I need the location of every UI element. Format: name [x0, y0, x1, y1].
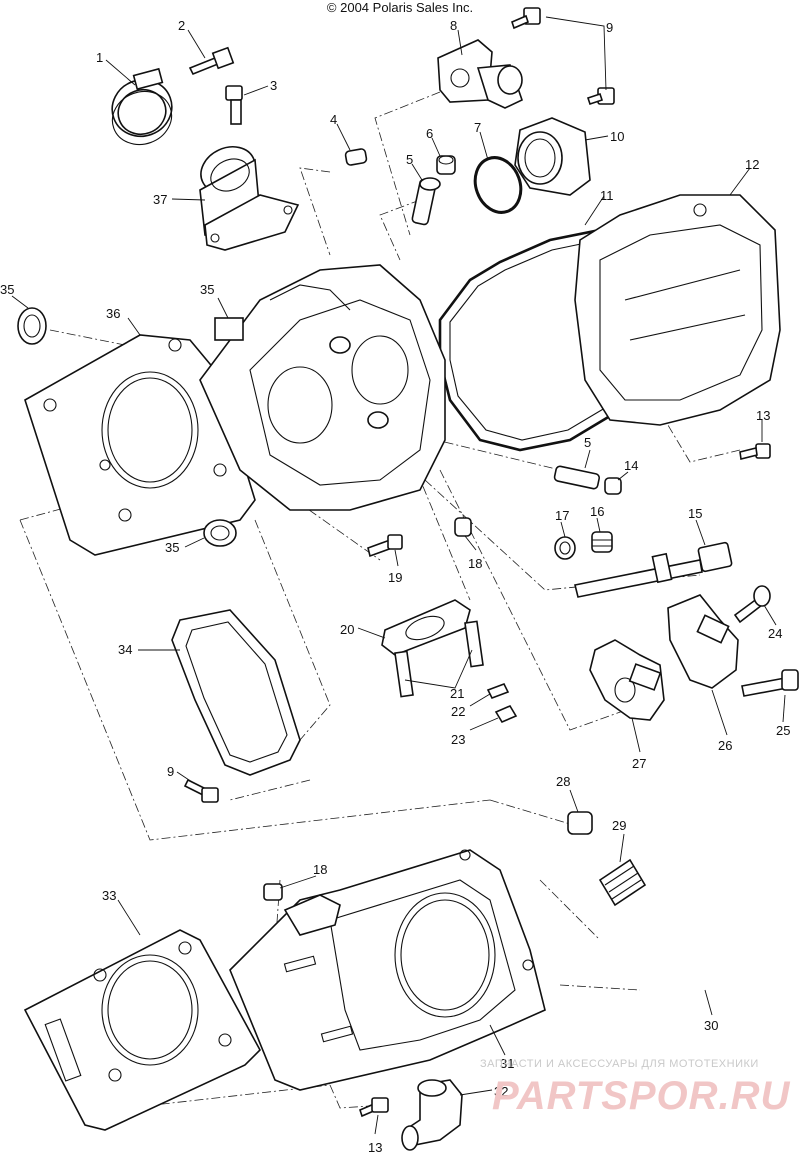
- callout-10: 10: [610, 129, 624, 144]
- part-19-bolt[interactable]: [367, 534, 403, 558]
- callout-31: 31: [500, 1056, 514, 1071]
- callout-22: 22: [451, 704, 465, 719]
- callout-21: 21: [450, 686, 464, 701]
- part-15-cylinder-stud[interactable]: [574, 541, 733, 598]
- part-21-exhaust-studs[interactable]: [394, 620, 484, 698]
- callout-32: 32: [494, 1084, 508, 1099]
- part-29-fitting[interactable]: [598, 858, 647, 907]
- callout-29: 29: [612, 818, 626, 833]
- part-20-exhaust-gasket[interactable]: [381, 599, 471, 656]
- part-32-coolant-elbow[interactable]: [401, 1079, 463, 1151]
- callout-12: 12: [745, 157, 759, 172]
- part-6-valve-seal[interactable]: [436, 155, 456, 175]
- part-8-coolant-elbow[interactable]: [437, 39, 523, 109]
- callout-34: 34: [118, 642, 132, 657]
- callout-20: 20: [340, 622, 354, 637]
- part-7-o-ring[interactable]: [468, 151, 528, 219]
- part-31-cylinder[interactable]: [229, 849, 546, 1091]
- part-9-bolts-upper[interactable]: [511, 7, 615, 106]
- callout-24: 24: [768, 626, 782, 641]
- part-3-bolt[interactable]: [225, 85, 243, 125]
- part-33-base-gasket[interactable]: [23, 929, 261, 1131]
- callout-16: 16: [590, 504, 604, 519]
- part-10-thermostat-housing[interactable]: [514, 117, 591, 196]
- callout-4: 4: [330, 112, 337, 127]
- part-25-bolt[interactable]: [741, 669, 799, 697]
- callout-35-middle: 35: [165, 540, 179, 555]
- part-34-side-cover-gasket[interactable]: [171, 609, 301, 776]
- callout-33: 33: [102, 888, 116, 903]
- callout-35-left: 35: [0, 282, 14, 297]
- part-12-valve-cover[interactable]: [574, 194, 781, 426]
- callout-18-lower: 18: [313, 862, 327, 877]
- callout-25: 25: [776, 723, 790, 738]
- watermark-logo: PARTSPOR.RU: [492, 1074, 791, 1118]
- part-28-dowel-pin[interactable]: [567, 811, 593, 835]
- callout-19: 19: [388, 570, 402, 585]
- callout-13-lower: 13: [368, 1140, 382, 1155]
- part-36-head-gasket[interactable]: [24, 334, 256, 556]
- part-23-nut[interactable]: [494, 704, 518, 724]
- part-35-seal-middle[interactable]: [203, 519, 237, 547]
- callout-9-lower: 9: [167, 764, 174, 779]
- part-16-spring-seat[interactable]: [591, 531, 613, 553]
- callout-9-upper: 9: [606, 20, 613, 35]
- part-27-bracket[interactable]: [589, 639, 665, 721]
- part-13-bolt-lower[interactable]: [359, 1097, 389, 1118]
- part-13-bolt-right[interactable]: [739, 443, 771, 460]
- part-26-bracket[interactable]: [667, 594, 739, 689]
- part-35-seal-left[interactable]: [17, 307, 47, 345]
- callout-14: 14: [624, 458, 638, 473]
- callout-30: 30: [704, 1018, 718, 1033]
- callout-27: 27: [632, 756, 646, 771]
- cylinder-head[interactable]: [199, 264, 446, 511]
- part-1-hose-clamp[interactable]: [104, 67, 180, 153]
- leader-lines: [11, 16, 786, 1135]
- callout-11: 11: [600, 188, 614, 203]
- callout-5-lower: 5: [584, 435, 591, 450]
- part-18-dowel-pin-lower[interactable]: [263, 883, 283, 901]
- callout-8: 8: [450, 18, 457, 33]
- callout-18-upper: 18: [468, 556, 482, 571]
- part-4-dowel-pin[interactable]: [344, 148, 368, 166]
- part-18-dowel-pin-upper[interactable]: [454, 517, 472, 537]
- part-2-bolt[interactable]: [188, 46, 235, 76]
- part-24-bolt[interactable]: [733, 585, 771, 624]
- callout-2: 2: [178, 18, 185, 33]
- callout-labels: 1 2 3 4 5 6 7 8 9 10 11 12 13 5 14 15 16…: [0, 18, 790, 1155]
- part-17-washer[interactable]: [554, 536, 576, 560]
- callout-7: 7: [474, 120, 481, 135]
- part-14-seal[interactable]: [604, 477, 622, 495]
- callout-1: 1: [96, 50, 103, 65]
- callout-28: 28: [556, 774, 570, 789]
- callout-23: 23: [451, 732, 465, 747]
- callout-3: 3: [270, 78, 277, 93]
- callout-36: 36: [106, 306, 120, 321]
- callout-26: 26: [718, 738, 732, 753]
- callout-13-right: 13: [756, 408, 770, 423]
- watermark-tagline: ЗАПЧАСТИ И АКСЕССУАРЫ ДЛЯ МОТОТЕХНИКИ: [480, 1058, 759, 1070]
- copyright-notice: © 2004 Polaris Sales Inc.: [326, 0, 474, 15]
- part-22-clip[interactable]: [486, 682, 510, 700]
- part-9-bolt-lower[interactable]: [183, 778, 219, 803]
- callout-17: 17: [555, 508, 569, 523]
- callout-37: 37: [153, 192, 167, 207]
- callout-15: 15: [688, 506, 702, 521]
- part-5-valve-guide-upper[interactable]: [411, 177, 441, 226]
- callout-6: 6: [426, 126, 433, 141]
- callout-5-upper: 5: [406, 152, 413, 167]
- callout-35-head: 35: [200, 282, 214, 297]
- part-5-valve-guide-lower[interactable]: [553, 465, 601, 490]
- part-37-intake-boot[interactable]: [193, 138, 300, 251]
